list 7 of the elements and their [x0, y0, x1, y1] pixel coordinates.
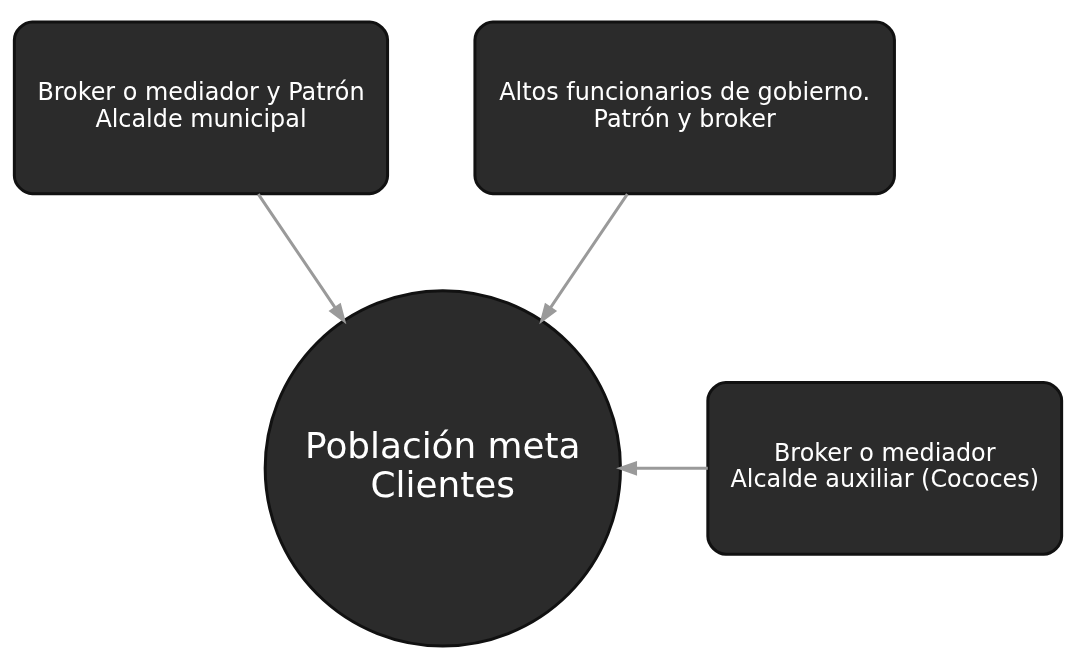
node-circle: Población meta Clientes [263, 289, 622, 648]
arrow [539, 193, 629, 325]
arrow [616, 461, 708, 476]
node-box: Altos funcionarios de gobierno. Patrón y broker [473, 20, 896, 196]
node-box: Broker o mediador y Patrón Alcalde municipal [12, 20, 390, 196]
arrow [257, 193, 347, 325]
node-box: Broker o mediador Alcalde auxiliar (Cococes) [706, 381, 1064, 556]
